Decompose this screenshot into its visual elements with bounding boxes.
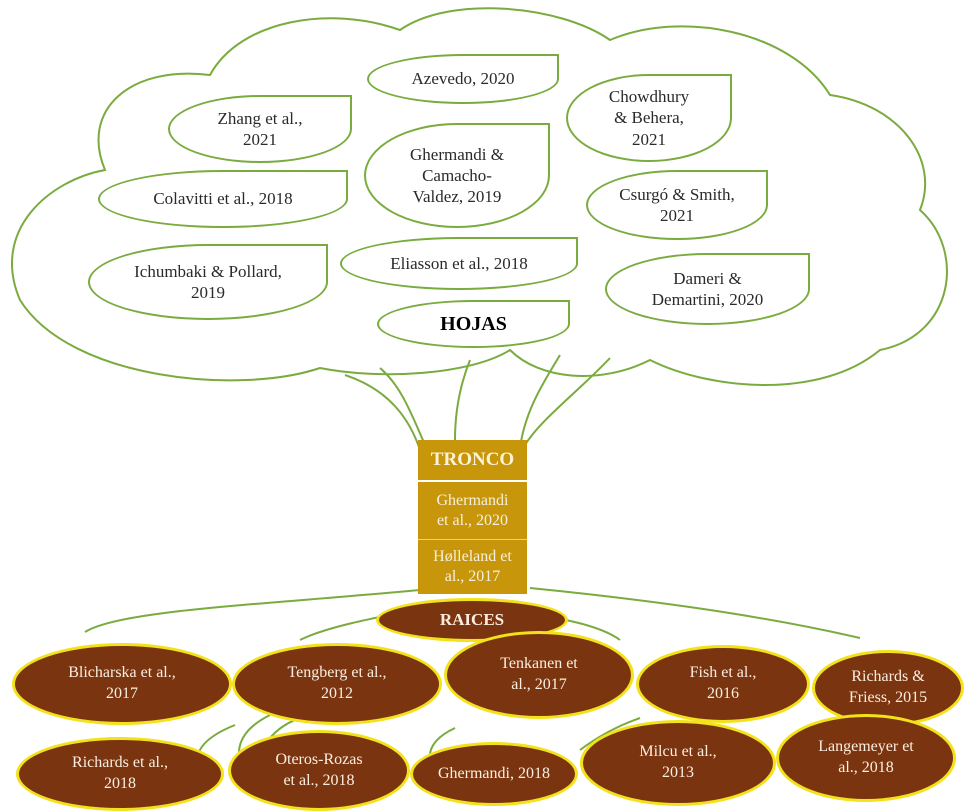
root-milcu-2013: Milcu et al., 2013 [580,720,776,806]
leaf-csurgo-smith-2021: Csurgó & Smith, 2021 [586,170,768,240]
root-fish-2016: Fish et al., 2016 [636,645,810,723]
leaf-zhang-2021: Zhang et al., 2021 [168,95,352,163]
leaf-azevedo-2020: Azevedo, 2020 [367,54,559,104]
trunk-holleland-2017: Hølleland et al., 2017 [418,540,527,594]
root-langemeyer-2018: Langemeyer et al., 2018 [776,714,956,802]
root-richards-2018: Richards et al., 2018 [16,737,224,811]
branch-lines [344,354,611,451]
leaf-chowdhury-behera-2021: Chowdhury & Behera, 2021 [566,74,732,162]
leaves-title: HOJAS [377,300,570,348]
root-tenkanen-2017: Tenkanen et al., 2017 [444,631,634,719]
root-blicharska-2017: Blicharska et al., 2017 [12,643,232,725]
root-ghermandi-2018: Ghermandi, 2018 [410,742,578,806]
leaf-ghermandi-camacho-valdez-2019: Ghermandi & Camacho- Valdez, 2019 [364,123,550,228]
leaf-ichumbaki-pollard-2019: Ichumbaki & Pollard, 2019 [88,244,328,320]
root-tengberg-2012: Tengberg et al., 2012 [232,643,442,725]
canopy-outline [11,7,948,386]
root-oteros-rozas-2018: Oteros-Rozas et al., 2018 [228,730,410,811]
leaf-eliasson-2018: Eliasson et al., 2018 [340,237,578,290]
root-richards-friess-2015: Richards & Friess, 2015 [812,650,964,726]
trunk-title: TRONCO [418,440,527,482]
leaf-dameri-demartini-2020: Dameri & Demartini, 2020 [605,253,810,325]
trunk-ghermandi-2020: Ghermandi et al., 2020 [418,482,527,540]
leaf-colavitti-2018: Colavitti et al., 2018 [98,170,348,228]
